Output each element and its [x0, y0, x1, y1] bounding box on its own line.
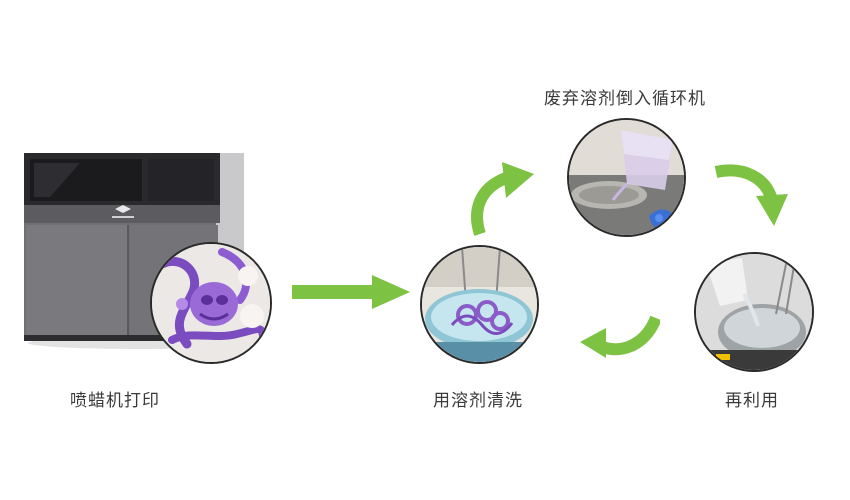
step-label-reuse: 再利用 [725, 391, 779, 411]
printed-part-image [150, 242, 272, 364]
arrow-icon [292, 275, 410, 309]
curved-arrow-icon [471, 162, 534, 236]
curved-arrow-icon [580, 315, 660, 358]
curved-arrow-icon [714, 164, 788, 226]
step-label-wash: 用溶剂清洗 [433, 391, 523, 411]
step-label-recycle: 废弃溶剂倒入循环机 [544, 89, 706, 109]
wash-image [420, 245, 539, 364]
reuse-image [694, 252, 814, 372]
step-label-print: 喷蜡机打印 [70, 391, 160, 411]
recycle-image [567, 118, 686, 237]
